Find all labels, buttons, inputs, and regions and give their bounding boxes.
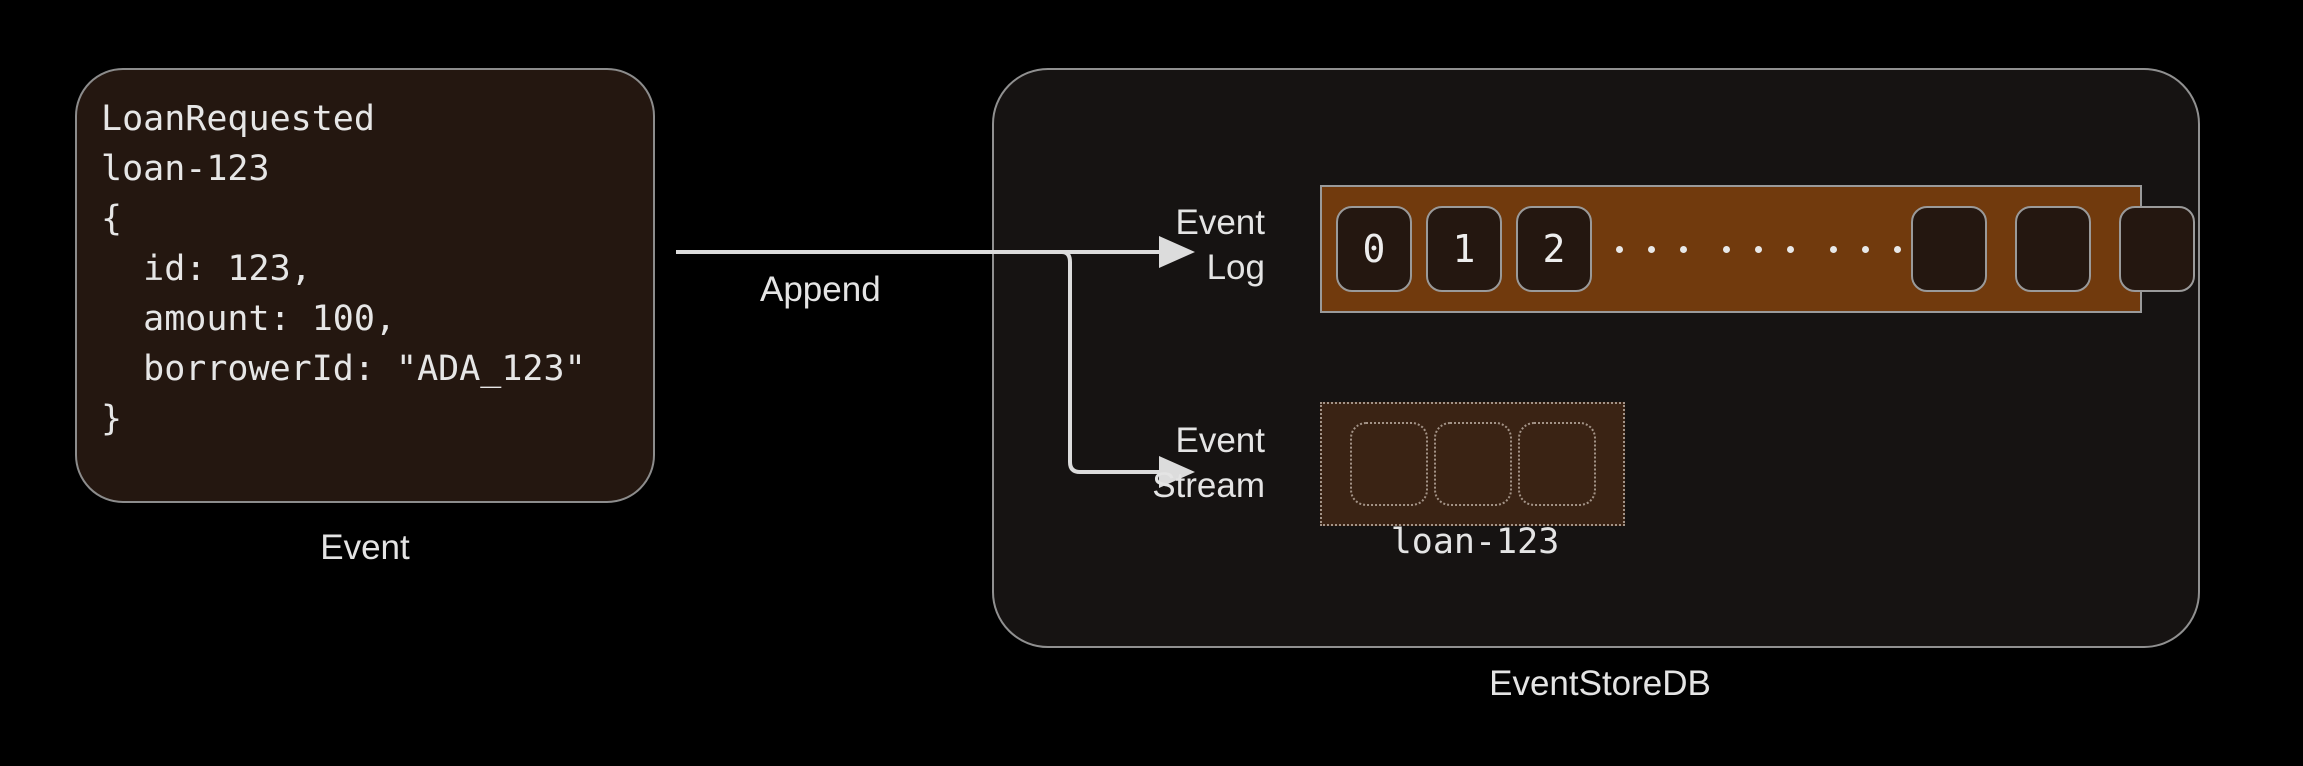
ellipsis-dot xyxy=(1830,245,1837,253)
ellipsis-group xyxy=(1830,245,1901,253)
event-stream-label-line1: Event xyxy=(1175,421,1266,460)
event-log-ellipsis xyxy=(1616,206,1901,292)
ellipsis-dot xyxy=(1680,245,1687,253)
event-payload-code: LoanRequested loan-123 { id: 123, amount… xyxy=(101,99,586,439)
event-stream-label: Event Stream xyxy=(1000,418,1265,508)
event-stream-bar xyxy=(1320,402,1625,526)
event-log-label-line2: Log xyxy=(1206,248,1265,287)
event-log-empty-cell[interactable] xyxy=(2119,206,2195,292)
event-stream-cell[interactable] xyxy=(1349,422,1428,506)
ellipsis-dot xyxy=(1755,245,1762,253)
event-stream-id-caption: loan-123 xyxy=(1390,522,1560,562)
ellipsis-dot xyxy=(1894,245,1901,253)
ellipsis-dot xyxy=(1723,245,1730,253)
event-log-label: Event Log xyxy=(1000,200,1266,290)
ellipsis-group xyxy=(1723,245,1794,253)
event-card-caption: Event xyxy=(320,528,410,567)
event-log-label-line1: Event xyxy=(1175,203,1266,242)
event-log-cell[interactable]: 0 xyxy=(1336,206,1412,292)
ellipsis-dot xyxy=(1862,245,1869,253)
ellipsis-dot xyxy=(1616,245,1623,253)
event-log-cell[interactable]: 2 xyxy=(1516,206,1592,292)
event-card: LoanRequested loan-123 { id: 123, amount… xyxy=(75,68,655,503)
event-log-empty-cells xyxy=(1911,206,2195,292)
event-log-bar: 0 1 2 xyxy=(1320,185,2195,313)
eventstoredb-caption: EventStoreDB xyxy=(1489,664,1711,703)
event-stream-label-line2: Stream xyxy=(1152,466,1265,505)
eventstoredb-panel xyxy=(992,68,2200,648)
event-stream-cell[interactable] xyxy=(1433,422,1512,506)
event-log-empty-cell[interactable] xyxy=(1911,206,1987,292)
event-stream-cell[interactable] xyxy=(1517,422,1596,506)
append-label: Append xyxy=(760,270,881,309)
ellipsis-dot xyxy=(1648,245,1655,253)
event-log-empty-cell[interactable] xyxy=(2015,206,2091,292)
ellipsis-dot xyxy=(1787,245,1794,253)
ellipsis-group xyxy=(1616,245,1687,253)
event-log-cell[interactable]: 1 xyxy=(1426,206,1502,292)
